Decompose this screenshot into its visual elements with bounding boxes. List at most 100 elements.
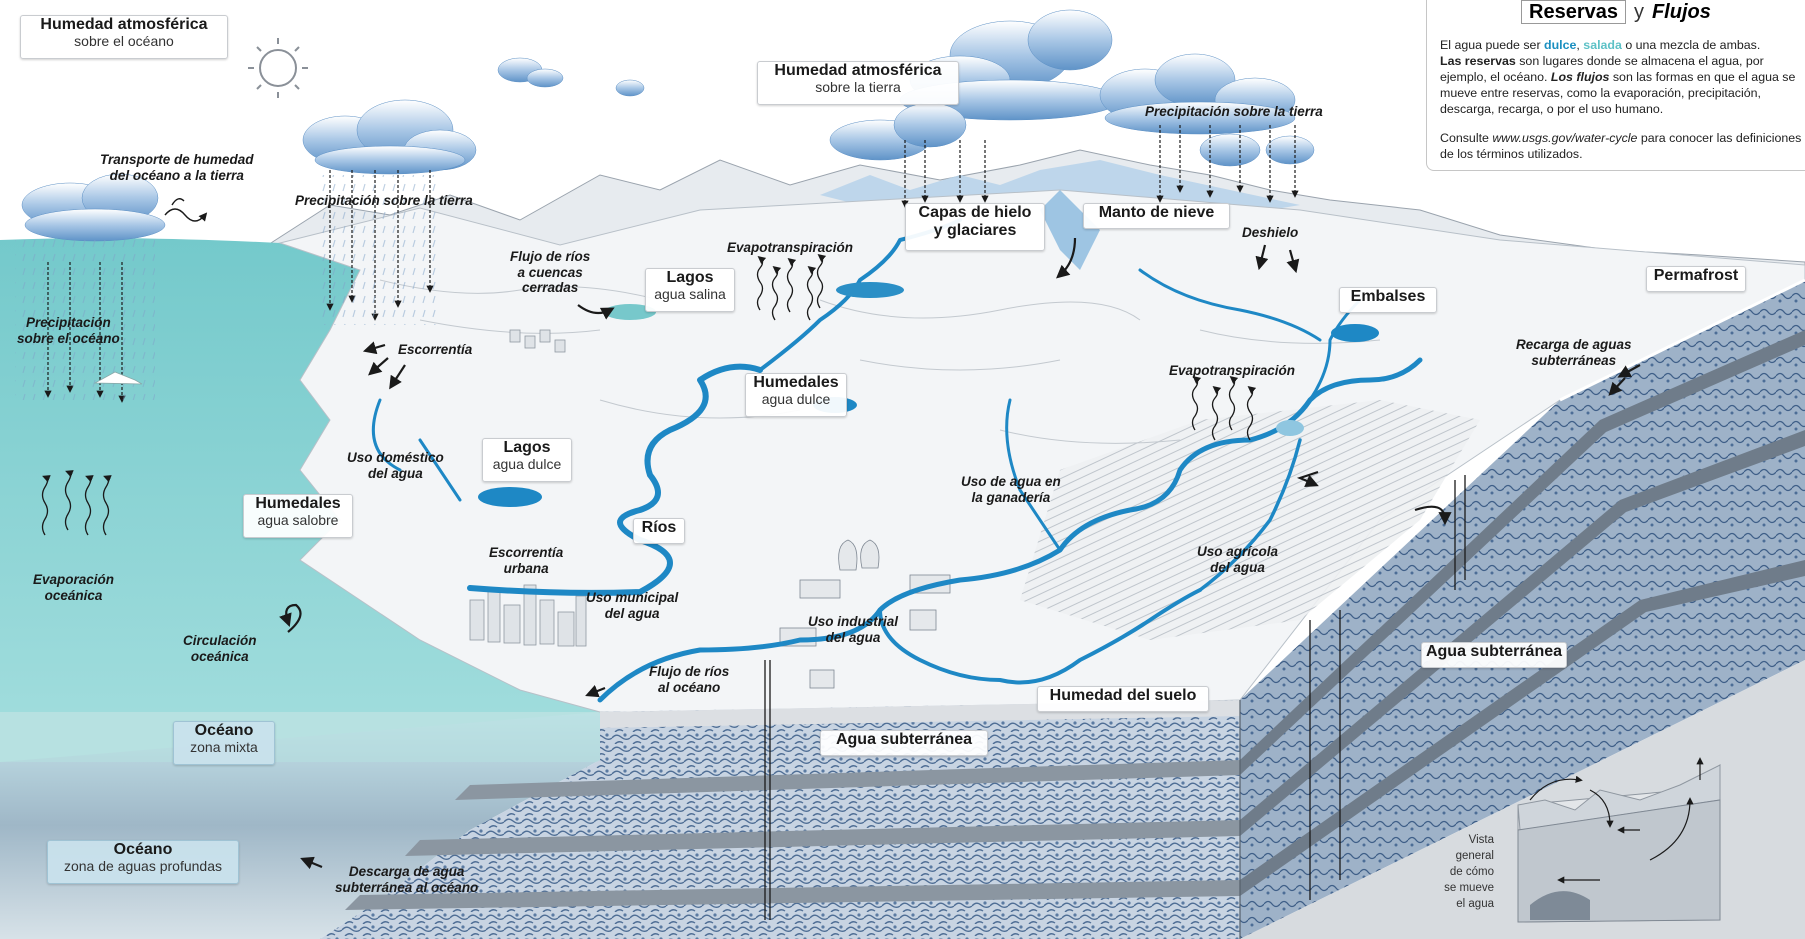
flux-precip-oceano-line2: sobre el océano: [17, 330, 120, 346]
flux-transporte-line1: Transporte de humedad: [100, 152, 254, 167]
reservoir-lagos-dulce: Lagos agua dulce: [482, 438, 572, 482]
legend-salada: salada: [1583, 38, 1622, 52]
flux-evapo-right-line1: Evapotranspiración: [1169, 363, 1296, 378]
reservoir-agua-subterranea-right: Agua subterránea: [1421, 642, 1567, 668]
flux-escorrentia-urbana-line2: urbana: [503, 560, 549, 576]
reservoir-agua-subterranea-center: Agua subterránea: [820, 730, 988, 756]
flux-uso-industrial-line1: Uso industrial: [808, 614, 899, 629]
reservoir-oceano-mixta-title: Océano: [194, 722, 254, 739]
iceberg: [93, 371, 143, 385]
legend-title-reservas: Reservas: [1521, 0, 1626, 24]
lake-saline: [604, 304, 656, 320]
cloud-ocean-left: [21, 173, 166, 242]
flux-uso-ganaderia: Uso de agua en la ganadería: [961, 474, 1061, 505]
legend-title-flujos: Flujos: [1651, 1, 1711, 23]
reservoir-oceano-profunda-sub: zona de aguas profundas: [63, 857, 222, 874]
reservoir-oceano-profunda-title: Océano: [113, 841, 173, 858]
flux-uso-domestico-line2: del agua: [368, 465, 423, 481]
reservoir-lagos-dulce-title: Lagos: [503, 439, 551, 456]
legend-dulce: dulce: [1544, 38, 1577, 52]
reservoir-humedad-suelo: Humedad del suelo: [1037, 686, 1209, 712]
reservoir-manto-nieve: Manto de nieve: [1083, 203, 1230, 229]
reservoir-lagos-salina: Lagos agua salina: [645, 268, 735, 312]
flux-uso-agricola-line2: del agua: [1210, 559, 1265, 575]
reservoir-humedad-tierra: Humedad atmosférica sobre la tierra: [757, 61, 959, 105]
flux-circulacion-line1: Circulación: [183, 633, 257, 648]
flux-flujo-cuencas-line2: a cuencas: [517, 264, 583, 280]
reservoir-rios-title: Ríos: [641, 519, 677, 536]
legend-flujos-text: son las formas en que el agua se mueve e…: [1440, 70, 1796, 116]
flux-deshielo-line1: Deshielo: [1242, 225, 1299, 240]
overview-inset: [1517, 757, 1721, 923]
legend-title-y: y: [1633, 1, 1644, 23]
flux-uso-domestico: Uso doméstico del agua: [347, 450, 444, 481]
lake-reservoir: [1331, 324, 1379, 342]
flux-uso-domestico-line1: Uso doméstico: [347, 450, 444, 465]
flux-uso-municipal: Uso municipal del agua: [586, 590, 678, 621]
reservoir-oceano-mixta: Océano zona mixta: [173, 721, 275, 765]
reservoir-humedales-dulce-title: Humedales: [753, 374, 839, 391]
reservoir-permafrost-title: Permafrost: [1653, 267, 1739, 284]
flux-flujo-oceano-line2: al océano: [657, 679, 721, 695]
reservoir-humedales-dulce: Humedales agua dulce: [745, 373, 847, 417]
flux-evaporacion-oceanica-line1: Evaporación: [33, 572, 115, 587]
overview-caption: Vista general de cómo se mueve el agua: [1432, 832, 1494, 912]
flux-arrows: [279, 237, 1641, 870]
reservoir-agua-subterranea-right-title: Agua subterránea: [1425, 643, 1563, 660]
flux-escorrentia: Escorrentía: [398, 342, 472, 358]
reservoir-capas-hielo: Capas de hielo y glaciares: [905, 203, 1045, 251]
reservoir-oceano-mixta-sub: zona mixta: [190, 738, 258, 755]
flux-flujo-oceano: Flujo de ríos al océano: [649, 664, 729, 695]
reservoir-humedales-dulce-sub: agua dulce: [761, 390, 831, 407]
flux-uso-municipal-line2: del agua: [604, 605, 660, 621]
reservoir-manto-nieve-title: Manto de nieve: [1098, 204, 1215, 221]
legend-line1-sep: ,: [1576, 38, 1584, 52]
reservoir-agua-subterranea-center-title: Agua subterránea: [835, 731, 973, 748]
flux-uso-agricola-line1: Uso agrícola: [1197, 544, 1279, 559]
overview-line4: el agua: [1456, 898, 1494, 910]
flux-escorrentia-urbana-line1: Escorrentía: [489, 545, 564, 560]
flux-uso-agricola: Uso agrícola del agua: [1197, 544, 1278, 575]
reservoir-humedad-oceano-sub: sobre el océano: [74, 32, 174, 49]
reservoir-lagos-salina-sub: agua salina: [654, 285, 726, 302]
flux-precip-tierra-right: Precipitación sobre la tierra: [1145, 104, 1323, 120]
flux-recarga: Recarga de aguas subterráneas: [1516, 337, 1632, 368]
flux-circulacion-line2: oceánica: [190, 648, 249, 664]
flux-descarga: Descarga de agua subterránea al océano: [335, 864, 478, 895]
flux-descarga-line1: Descarga de agua: [348, 864, 465, 879]
lake-freshwater: [478, 487, 542, 507]
wells: [764, 475, 1466, 920]
reservoir-humedad-suelo-title: Humedad del suelo: [1049, 687, 1197, 704]
reservoir-humedad-oceano: Humedad atmosférica sobre el océano: [20, 15, 228, 59]
agricultural-fields: [1020, 400, 1480, 640]
reservoir-humedad-oceano-title: Humedad atmosférica: [40, 16, 208, 33]
cloud-mid-left: [302, 99, 477, 175]
legend-consult-prefix: Consulte: [1440, 131, 1493, 145]
legend-reservas-bold: Las reservas: [1440, 54, 1516, 68]
reservoir-humedales-salobre: Humedales agua salobre: [243, 494, 353, 538]
reservoir-embalses: Embalses: [1339, 287, 1437, 313]
reservoir-humedad-tierra-title: Humedad atmosférica: [774, 62, 942, 79]
reservoir-rios: Ríos: [633, 518, 685, 544]
flux-flujo-cuencas-line3: cerradas: [521, 280, 579, 296]
flux-evaporacion-oceanica: Evaporación oceánica: [33, 572, 114, 603]
river-network: [371, 218, 1423, 703]
moisture-transport-arrow: [164, 198, 208, 222]
flux-recarga-line2: subterráneas: [1531, 352, 1617, 368]
flux-uso-ganaderia-line1: Uso de agua en: [961, 474, 1061, 489]
legend-reservas-text: son lugares donde se almacena el agua, p…: [1440, 54, 1764, 84]
flux-transporte: Transporte de humedad del océano a la ti…: [100, 152, 254, 183]
flux-flujo-cuencas: Flujo de ríos a cuencas cerradas: [510, 249, 590, 296]
flux-deshielo: Deshielo: [1242, 225, 1298, 241]
overview-line2: de cómo: [1449, 866, 1494, 878]
flux-evapo-center-line1: Evapotranspiración: [727, 240, 854, 255]
flux-uso-municipal-line1: Uso municipal: [586, 590, 679, 605]
sun-icon: [248, 38, 308, 98]
legend-paragraph-consult: Consulte www.usgs.gov/water-cycle para c…: [1440, 130, 1802, 162]
glacier: [1040, 190, 1100, 270]
overview-line3: se mueve: [1444, 882, 1494, 894]
flux-evaporacion-oceanica-line2: oceánica: [44, 587, 103, 603]
legend-consult-url: www.usgs.gov/water-cycle: [1492, 131, 1638, 145]
legend-line1-prefix: El agua puede ser: [1440, 38, 1545, 52]
flux-circulacion: Circulación oceánica: [183, 633, 257, 664]
